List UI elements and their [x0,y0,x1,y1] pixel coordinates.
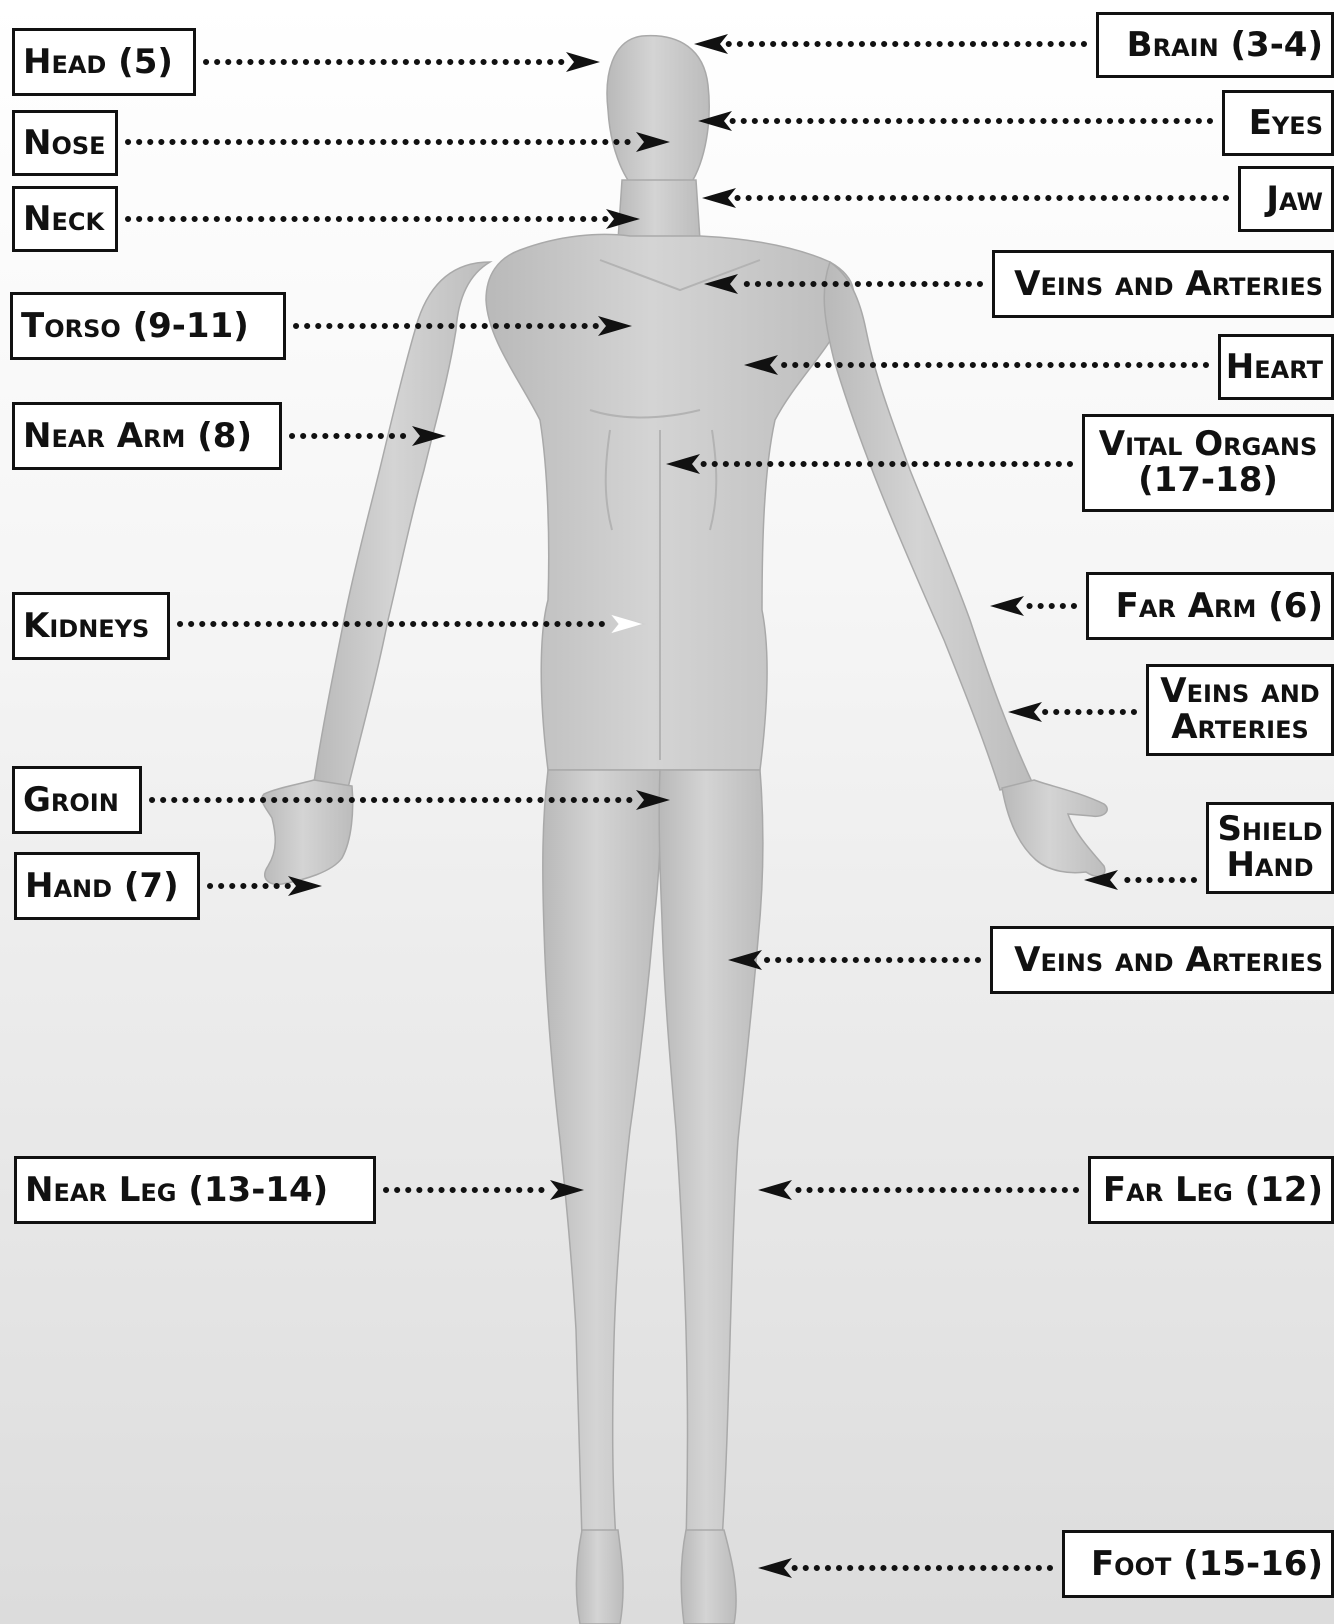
figure-far-hand [1002,780,1107,876]
leader-jaw [702,188,1226,208]
leader-near-leg [386,1180,584,1200]
label-far-leg: Far Leg (12) [1088,1156,1334,1224]
leader-veins-leg [728,950,978,970]
label-vital-organs-line2: (17-18) [1138,463,1278,499]
label-veins-neck: Veins and Arteries [992,250,1334,318]
arrowhead-far-arm [990,596,1024,616]
figure-near-arm [314,262,490,788]
arrowhead-veins-arm [1008,702,1042,722]
arrowhead-foot [758,1558,792,1578]
figure-far-leg [659,770,763,1540]
label-far-arm: Far Arm (6) [1086,572,1334,640]
label-near-arm: Near Arm (8) [12,402,282,470]
label-vital-organs: Vital Organs (17-18) [1082,414,1334,512]
human-figure [262,36,1107,1624]
label-groin: Groin [12,766,142,834]
label-kidneys: Kidneys [12,592,170,660]
label-veins-arm-line1: Veins and [1160,674,1319,710]
leader-far-arm [990,596,1074,616]
figure-near-foot [576,1530,623,1624]
label-shield-hand-line1: Shield [1217,812,1322,848]
figure-near-leg [543,770,661,1540]
label-neck: Neck [12,186,118,252]
label-veins-arm-line2: Arteries [1171,710,1309,746]
label-head: Head (5) [12,28,196,96]
leader-brain [694,34,1084,54]
arrowhead-head [566,52,600,72]
label-vital-organs-line1: Vital Organs [1099,427,1317,463]
label-heart: Heart [1218,334,1334,400]
figure-torso [486,234,854,770]
arrowhead-far-leg [758,1180,792,1200]
leader-neck [128,209,640,229]
leader-foot [758,1558,1050,1578]
label-veins-arm: Veins and Arteries [1146,664,1334,756]
label-hand: Hand (7) [14,852,200,920]
leader-eyes [698,111,1210,131]
figure-far-arm [824,262,1032,790]
label-foot: Foot (15-16) [1062,1530,1334,1598]
label-eyes: Eyes [1222,90,1334,156]
arrowhead-brain [694,34,728,54]
label-shield-hand: Shield Hand [1206,802,1334,894]
label-jaw: Jaw [1238,166,1334,232]
figure-neck [618,180,700,240]
label-shield-hand-line2: Hand [1226,848,1313,884]
label-torso: Torso (9-11) [10,292,286,360]
leader-head [206,52,600,72]
label-nose: Nose [12,110,118,176]
label-veins-leg: Veins and Arteries [990,926,1334,994]
label-brain: Brain (3-4) [1096,12,1334,78]
leader-far-leg [758,1180,1076,1200]
arrowhead-jaw [702,188,736,208]
leader-nose [128,132,670,152]
figure-far-foot [681,1530,736,1624]
figure-head [607,36,709,200]
leader-veins-arm [1008,702,1134,722]
figure-near-hand [262,780,353,884]
label-near-leg: Near Leg (13-14) [14,1156,376,1224]
